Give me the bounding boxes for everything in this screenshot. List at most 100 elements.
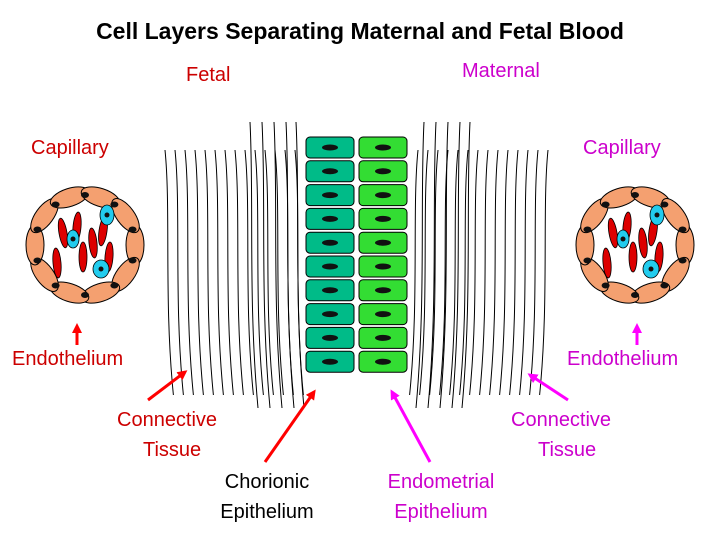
endothelial-nucleus (81, 292, 89, 298)
label-connective-right-1: Connective (511, 409, 612, 431)
connective-fiber (519, 149, 529, 396)
connective-tissue-fibers-left (164, 121, 305, 409)
endometrial-epithelium-cells (358, 136, 408, 373)
cell-nucleus (322, 263, 338, 270)
cell-nucleus (322, 168, 338, 175)
cell-nucleus (322, 311, 338, 318)
label-connective-left-1: Connective (117, 409, 218, 431)
connective-fiber (249, 121, 259, 409)
connective-fiber (459, 149, 469, 396)
connective-fiber (274, 149, 284, 396)
label-chorionic-1: Chorionic (224, 471, 310, 493)
label-capillary-right: Capillary (583, 137, 661, 159)
connective-fiber (489, 149, 499, 396)
label-chorionic-2: Epithelium (220, 501, 314, 523)
endothelial-nucleus (51, 282, 60, 289)
diagram-title: Cell Layers Separating Maternal and Feta… (96, 18, 624, 44)
connective-fiber (194, 149, 204, 396)
endothelial-nucleus (128, 257, 137, 264)
connective-fiber (539, 149, 549, 396)
connective-fiber (469, 149, 479, 396)
connective-fiber (264, 149, 274, 396)
connective-fiber (439, 121, 449, 409)
connective-right-arrow (527, 373, 569, 402)
connective-fiber (449, 149, 459, 396)
endothelial-nucleus (110, 282, 119, 289)
red-blood-cell (88, 227, 98, 259)
connective-fiber (419, 149, 429, 396)
endothelial-nucleus (678, 257, 687, 264)
maternal-capillary (575, 186, 695, 304)
connective-fiber (479, 149, 489, 396)
endothelial-nucleus (33, 226, 42, 233)
connective-left-arrow (147, 370, 188, 402)
cell-nucleus (375, 287, 391, 294)
connective-fiber (499, 149, 509, 396)
red-blood-cell (57, 217, 69, 249)
cell-nucleus (322, 239, 338, 246)
cell-nucleus (375, 144, 391, 151)
connective-fiber (174, 149, 184, 396)
label-fetal: Fetal (186, 64, 231, 86)
connective-fiber (184, 149, 194, 396)
cell-nucleus (322, 334, 338, 341)
connective-fiber (254, 149, 264, 396)
endothelial-cell (661, 198, 690, 234)
endothelial-nucleus (631, 192, 639, 198)
cell-nucleus (375, 192, 391, 199)
cell-nucleus (375, 215, 391, 222)
connective-fiber (295, 121, 305, 409)
white-blood-cell-nucleus (104, 212, 110, 218)
connective-fiber (409, 149, 419, 396)
chorionic-epithelium-cells (305, 136, 355, 373)
cell-nucleus (322, 287, 338, 294)
connective-fiber (244, 149, 254, 396)
label-endometrial-1: Endometrial (387, 471, 495, 493)
connective-fiber (224, 149, 234, 396)
connective-fiber (284, 149, 294, 396)
connective-tissue-fibers-right (409, 121, 549, 409)
connective-fiber (285, 121, 295, 409)
label-capillary-left: Capillary (31, 137, 109, 159)
chorionic-arrow (263, 389, 316, 463)
red-blood-cell (638, 227, 648, 259)
red-blood-cell (78, 241, 88, 273)
red-blood-cell (607, 217, 619, 249)
connective-fiber (509, 149, 519, 396)
cell-nucleus (375, 239, 391, 246)
cell-nucleus (375, 263, 391, 270)
connective-fiber (204, 149, 214, 396)
endothelial-nucleus (601, 282, 610, 289)
white-blood-cell-nucleus (620, 236, 626, 242)
endothelial-nucleus (601, 201, 610, 208)
cell-nucleus (322, 192, 338, 199)
red-blood-cell (602, 247, 612, 279)
connective-fiber (429, 149, 439, 396)
connective-fiber (234, 149, 244, 396)
label-endothelium-left: Endothelium (12, 348, 124, 370)
endothelial-nucleus (51, 201, 60, 208)
endothelial-nucleus (631, 292, 639, 298)
label-endometrial-2: Epithelium (394, 501, 488, 523)
white-blood-cell-nucleus (648, 266, 654, 272)
endothelial-nucleus (583, 257, 592, 264)
connective-fiber (273, 121, 283, 409)
label-connective-right-2: Tissue (538, 439, 597, 461)
red-blood-cell (52, 247, 62, 279)
white-blood-cell-nucleus (98, 266, 104, 272)
white-blood-cell-nucleus (654, 212, 660, 218)
endothelial-nucleus (678, 226, 687, 233)
cell-nucleus (322, 144, 338, 151)
endothelial-cell (111, 198, 140, 234)
cell-nucleus (322, 358, 338, 365)
label-maternal: Maternal (462, 60, 540, 82)
endometrial-arrow (390, 389, 432, 463)
endothelial-nucleus (583, 226, 592, 233)
endothelial-nucleus (33, 257, 42, 264)
white-blood-cell-nucleus (70, 236, 76, 242)
connective-fiber (294, 149, 304, 396)
endothelial-nucleus (128, 226, 137, 233)
cell-nucleus (375, 358, 391, 365)
label-connective-left-2: Tissue (143, 439, 202, 461)
